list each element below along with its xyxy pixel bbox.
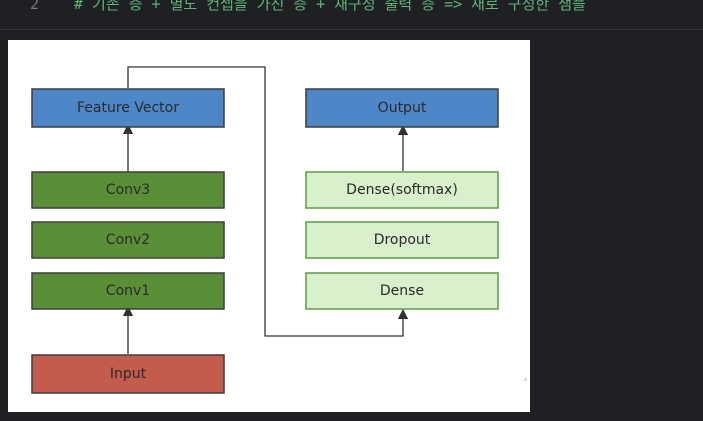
line-number: 2	[30, 0, 40, 13]
node-conv3: Conv3	[31, 171, 225, 209]
node-label: Conv1	[106, 283, 150, 299]
node-label: Dense(softmax)	[346, 182, 458, 198]
cell-output-image: Feature Vector Conv3 Conv2 Conv1 Input O…	[8, 40, 530, 412]
node-dense-softmax: Dense(softmax)	[305, 171, 499, 209]
node-conv1: Conv1	[31, 272, 225, 310]
cell-separator	[0, 29, 703, 30]
node-label: Dropout	[374, 232, 431, 248]
node-label: Dense	[380, 283, 424, 299]
node-output: Output	[305, 88, 499, 128]
node-input: Input	[31, 354, 225, 394]
node-conv2: Conv2	[31, 221, 225, 259]
artifact-dot	[524, 378, 527, 381]
node-dense: Dense	[305, 272, 499, 310]
node-feature-vector: Feature Vector	[31, 88, 225, 128]
node-label: Input	[110, 366, 147, 382]
node-dropout: Dropout	[305, 221, 499, 259]
node-label: Conv2	[106, 232, 150, 248]
code-cell-line[interactable]: 2 # 기존 층 + 별도 컨셉을 가진 층 + 재구성 출력 층 => 새로 …	[0, 0, 703, 28]
node-label: Conv3	[106, 182, 150, 198]
node-label: Feature Vector	[77, 100, 179, 116]
node-label: Output	[378, 100, 427, 116]
code-comment: # 기존 층 + 별도 컨셉을 가진 층 + 재구성 출력 층 => 새로 구성…	[74, 0, 586, 13]
edge-feature-vector-to-dense	[127, 66, 409, 337]
network-architecture-diagram: Feature Vector Conv3 Conv2 Conv1 Input O…	[31, 66, 499, 394]
